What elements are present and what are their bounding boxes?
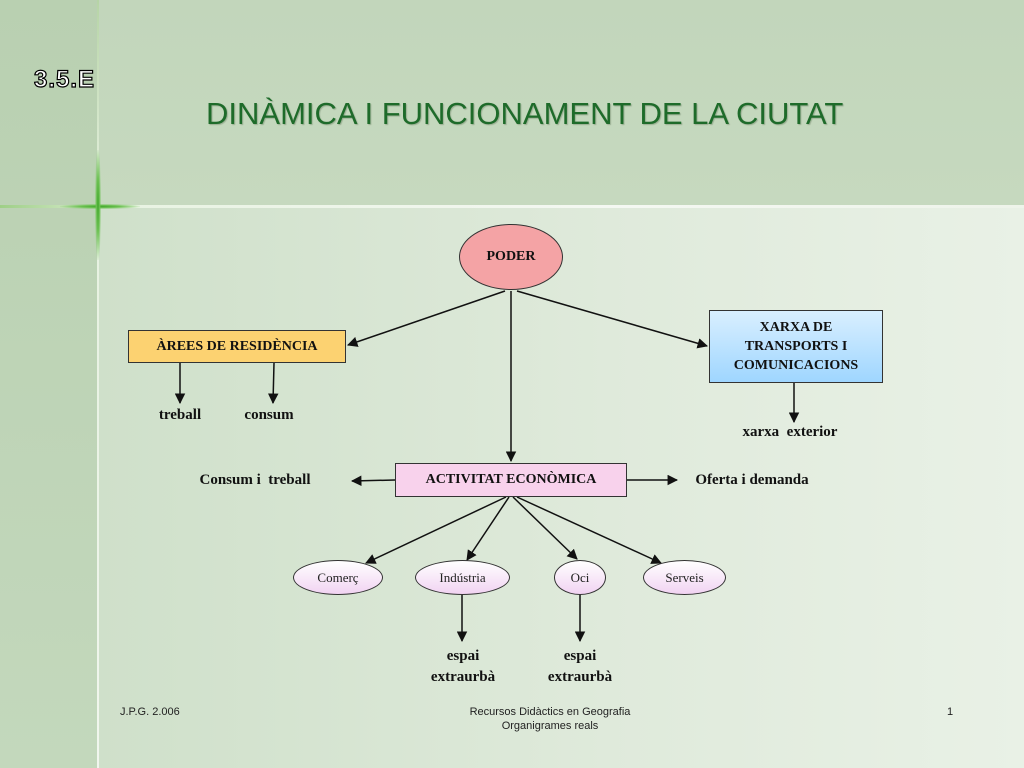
node-oci-label: Oci [570, 569, 590, 585]
horizontal-divider [0, 205, 1024, 208]
node-comerc: Comerç [293, 560, 383, 595]
arrow-poder-residencia [347, 290, 506, 347]
node-xarxa-transports: XARXA DE TRANSPORTS I COMUNICACIONS [709, 310, 883, 383]
node-industria: Indústria [415, 560, 510, 595]
arrow-residencia-consum [267, 362, 279, 405]
node-xarxa-line-3: COMUNICACIONS [733, 358, 859, 373]
node-poder-label: PODER [486, 249, 536, 264]
node-xarxa-line-2: TRANSPORTS I [744, 339, 848, 354]
slide-title: DINÀMICA I FUNCIONAMENT DE LA CIUTAT [206, 96, 844, 131]
node-arees-residencia-label: ÀREES DE RESIDÈNCIA [156, 338, 318, 354]
label-espai-2-line-2: extraurbà [547, 669, 613, 685]
label-treball: treball [158, 407, 202, 423]
node-activitat-label: ACTIVITAT ECONÒMICA [425, 472, 597, 487]
footer-center-line-1: Recursos Didàctics en Geografia [469, 706, 631, 718]
footer-center: Recursos Didàctics en Geografia Organigr… [420, 705, 680, 733]
arrow-activitat-serveis [516, 496, 662, 564]
node-industria-label: Indústria [439, 569, 486, 585]
label-xarxa-exterior: xarxa exterior [742, 424, 838, 440]
node-oci: Oci [554, 560, 606, 595]
arrow-activitat-comerc [365, 496, 507, 564]
arrow-activitat-consum [350, 475, 396, 487]
node-poder: PODER [459, 224, 563, 290]
page-number: 1 [946, 706, 954, 718]
sparkle-vertical [95, 150, 101, 260]
label-espai-1-line-2: extraurbà [430, 669, 496, 685]
node-serveis-label: Serveis [665, 569, 704, 585]
label-consum-i-treball: Consum i treball [199, 472, 311, 488]
slide-code: 3.5.E [33, 65, 96, 93]
footer-center-line-2: Organigrames reals [501, 720, 599, 732]
arrow-activitat-industria [466, 496, 510, 561]
vertical-divider [97, 0, 99, 768]
label-oferta-i-demanda: Oferta i demanda [695, 472, 809, 488]
label-espai-extraurba-1: espai extraurbà [416, 646, 510, 688]
label-consum: consum [244, 407, 294, 423]
footer-left: J.P.G. 2.006 [120, 706, 180, 718]
node-activitat-economica: ACTIVITAT ECONÒMICA [395, 463, 627, 497]
label-espai-2-line-1: espai [563, 648, 597, 664]
arrow-poder-xarxa [516, 290, 709, 349]
node-comerc-label: Comerç [317, 569, 359, 585]
arrow-activitat-oci [512, 496, 578, 560]
left-band [0, 0, 98, 768]
label-espai-extraurba-2: espai extraurbà [533, 646, 627, 688]
node-arees-residencia: ÀREES DE RESIDÈNCIA [128, 330, 346, 363]
node-xarxa-line-1: XARXA DE [759, 320, 833, 335]
label-espai-1-line-1: espai [446, 648, 480, 664]
title-band [98, 0, 1024, 206]
node-serveis: Serveis [643, 560, 726, 595]
